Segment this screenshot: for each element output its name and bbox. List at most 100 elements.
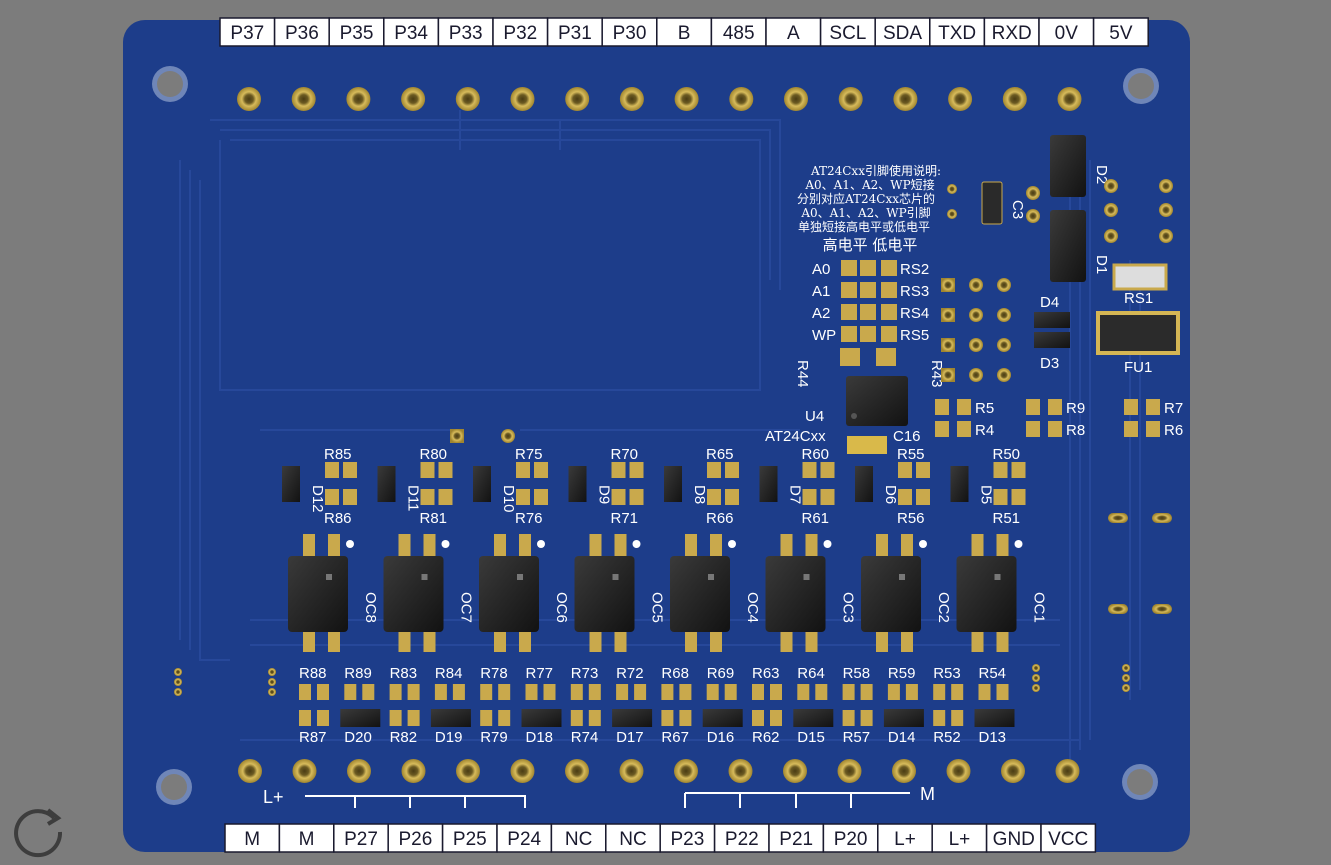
- oc-pin: [876, 534, 888, 556]
- top-pad: [838, 87, 863, 111]
- lower-bottom-label: D16: [707, 729, 735, 746]
- top-pad: [674, 87, 699, 111]
- res-pad: [480, 684, 493, 700]
- top-pin-label: P30: [613, 23, 647, 44]
- misc-res-label: R9: [1066, 400, 1085, 417]
- res-pad: [344, 684, 357, 700]
- oc-pin: [398, 534, 411, 556]
- d3-body: [1034, 332, 1070, 348]
- res-pad: [420, 462, 435, 478]
- misc-res-label: R8: [1066, 422, 1085, 439]
- top-pad: [565, 87, 590, 111]
- level-header: 高电平 低电平: [823, 236, 918, 254]
- grid-pad-square: [941, 308, 955, 322]
- bottom-pin-label: NC: [565, 829, 592, 850]
- res-pad: [516, 462, 530, 478]
- res-pad: [842, 710, 855, 726]
- oc-pin: [971, 534, 984, 556]
- oc-pin: [398, 630, 411, 652]
- top-pin-cell: [601, 17, 658, 47]
- res-pad: [634, 684, 647, 700]
- d2-body: [1050, 135, 1086, 197]
- res-pad: [724, 684, 737, 700]
- reload-icon[interactable]: [8, 800, 68, 860]
- lower-top-label: R59: [888, 665, 916, 682]
- res-pad: [299, 684, 311, 700]
- res-pad: [611, 462, 626, 478]
- top-pad: [291, 87, 316, 111]
- bottom-pin-cell: [496, 823, 553, 853]
- oc-pin: [685, 630, 697, 652]
- rs1-body: [1112, 263, 1168, 291]
- res-pad: [1011, 489, 1026, 505]
- channel-rtop-label: R75: [515, 446, 543, 463]
- top-pin-label: P35: [340, 23, 374, 44]
- lower-bottom-label: R74: [571, 729, 599, 746]
- res-pad: [516, 489, 530, 505]
- grid-pad: [969, 338, 983, 352]
- bottom-pin-cell: [224, 823, 281, 853]
- res-pad: [770, 684, 782, 700]
- oc-pin: [996, 630, 1009, 652]
- res-pad: [1146, 399, 1160, 415]
- bottom-pin-label: NC: [619, 829, 646, 850]
- eeprom-chip: [846, 376, 908, 426]
- bottom-pin-cell: [333, 823, 389, 853]
- res-pad: [1026, 399, 1040, 415]
- top-pin-label: P34: [394, 23, 428, 44]
- optocoupler: [288, 556, 348, 632]
- res-pad: [679, 684, 692, 700]
- oc-pin: [901, 534, 913, 556]
- res-pad: [905, 684, 918, 700]
- bottom-pad: [401, 759, 426, 783]
- grid-pad: [997, 308, 1011, 322]
- optocoupler: [861, 556, 921, 632]
- res-pad: [407, 710, 420, 726]
- res-pad: [616, 684, 629, 700]
- bottom-pin-label: P25: [453, 829, 487, 850]
- bottom-pin-label: L+: [894, 829, 916, 850]
- top-pin-label: P31: [558, 23, 592, 44]
- oc-pin: [494, 534, 506, 556]
- pin1-dot: [823, 540, 832, 548]
- res-pad: [725, 489, 739, 505]
- lower-diode: [430, 709, 471, 727]
- oc-pin: [423, 630, 436, 652]
- note-line-2: A0、A1、A2、WP短接: [804, 177, 934, 192]
- res-pad: [588, 684, 601, 700]
- res-pad: [1011, 462, 1026, 478]
- res-pad: [951, 684, 964, 700]
- channel-rbot-label: R61: [802, 510, 830, 527]
- side-connectors: [174, 429, 1172, 696]
- lower-bottom-label: R52: [933, 729, 961, 746]
- lower-bottom-label: D15: [797, 729, 825, 746]
- lower-top-label: R53: [933, 665, 961, 682]
- bottom-pad-row: [238, 759, 1080, 783]
- jumper-pad: [841, 304, 857, 320]
- oc-mark: [994, 574, 1001, 580]
- res-pad: [898, 462, 912, 478]
- oc-pin: [328, 534, 340, 556]
- top-pin-label: 0V: [1055, 23, 1079, 44]
- oc-pin: [710, 534, 722, 556]
- pin1-dot: [632, 540, 641, 548]
- pin1-dot: [919, 540, 927, 548]
- res-pad: [629, 462, 644, 478]
- oc-mark: [517, 574, 523, 580]
- lower-top-label: R84: [435, 665, 463, 682]
- lower-top-label: R77: [526, 665, 554, 682]
- top-pad: [237, 87, 261, 111]
- channel-diode-label: D5: [978, 485, 995, 504]
- res-pad: [706, 684, 719, 700]
- jumper-pad: [841, 326, 857, 342]
- oc-pin: [876, 630, 888, 652]
- eeprom-note: AT24Cxx引脚使用说明: A0、A1、A2、WP短接 分别对应AT24Cxx…: [797, 163, 941, 254]
- channel-diode-label: D10: [500, 485, 517, 513]
- res-pad: [570, 684, 583, 700]
- res-pad: [752, 710, 764, 726]
- top-pad: [784, 87, 808, 111]
- jumper-pad: [860, 260, 876, 276]
- oc-pin: [589, 534, 602, 556]
